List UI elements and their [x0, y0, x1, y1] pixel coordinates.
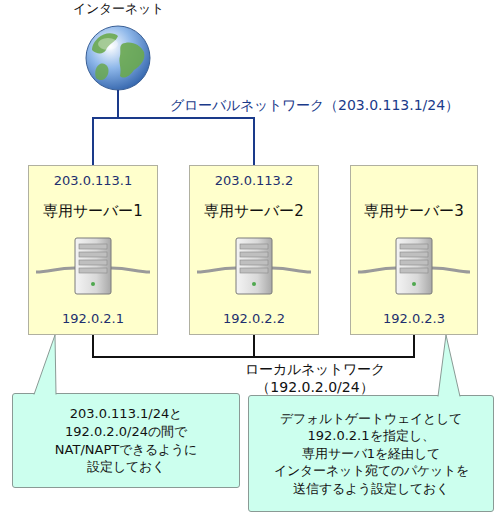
network-link [118, 90, 254, 165]
box-text: 専用サーバー2 [190, 202, 318, 221]
box-text: 192.0.2.3 [351, 311, 477, 326]
box-text: 203.0.113.1 [29, 173, 157, 188]
box-text: 203.0.113.2 [190, 173, 318, 188]
callout-pointer-outline [34, 335, 56, 395]
globe-icon [86, 26, 150, 90]
server-icon [197, 238, 311, 294]
box-text: 専用サーバー1 [29, 202, 157, 221]
callout-pointer [34, 335, 56, 395]
box-text: インターネット [66, 0, 170, 18]
server-icon [36, 238, 150, 294]
network-label: ローカルネットワーク （192.0.2.0/24） [240, 361, 390, 397]
network-label: グローバルネットワーク（203.0.113.1/24） [170, 97, 490, 115]
callout-note: 203.0.113.1/24と 192.0.2.0/24の間で NAT/NAPT… [12, 393, 240, 488]
server-box: 203.0.113.2 専用サーバー2 192.0.2.2 [189, 165, 319, 335]
server-icon [358, 238, 470, 294]
box-text: 192.0.2.2 [190, 311, 318, 326]
box-text: 専用サーバー3 [351, 202, 477, 221]
box-text: 192.0.2.1 [29, 311, 157, 326]
server-box: 専用サーバー3 192.0.2.3 [350, 165, 478, 335]
network-cloud: インターネット [66, 0, 170, 90]
network-link [93, 90, 118, 165]
callout-pointer-outline [438, 335, 460, 397]
server-box: 203.0.113.1 専用サーバー1 192.0.2.1 [28, 165, 158, 335]
network-link [93, 335, 414, 357]
network-link [93, 335, 254, 357]
note-text: 203.0.113.1/24と 192.0.2.0/24の間で NAT/NAPT… [24, 405, 228, 475]
callout-pointer [438, 335, 460, 397]
note-text: デフォルトゲートウェイとして 192.0.2.1を指定し、 専用サーバ1を経由し… [260, 410, 482, 498]
callout-note: デフォルトゲートウェイとして 192.0.2.1を指定し、 専用サーバ1を経由し… [248, 395, 494, 512]
